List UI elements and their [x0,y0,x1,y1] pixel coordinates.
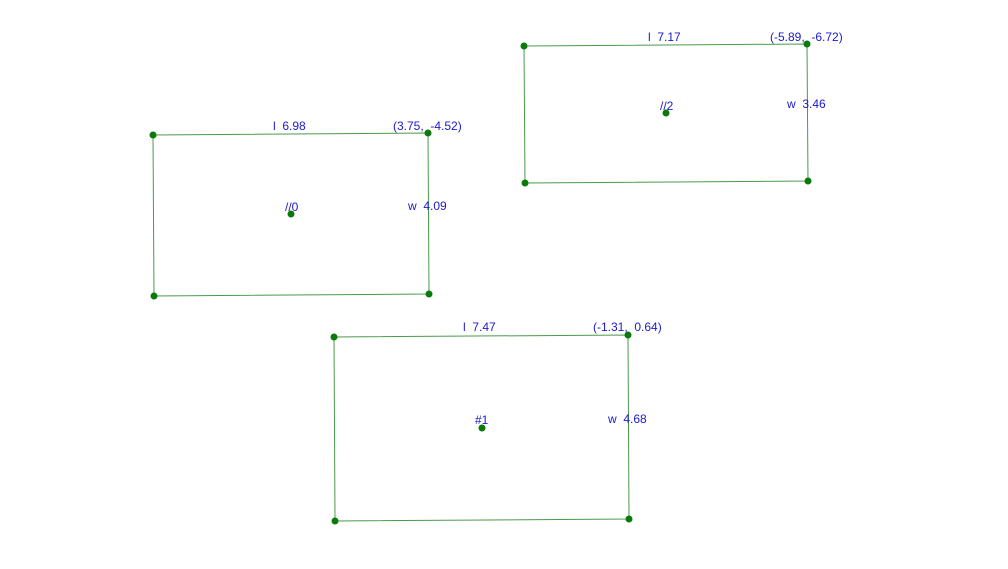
rectangle-1-width-label: w 4.68 [607,412,647,426]
rectangle-0-corner-label: (3.75, -4.52) [393,119,462,133]
rectangle-0-id-label: //0 [285,200,299,214]
rectangle-0-vertex-top-left[interactable] [149,131,157,139]
rectangle-2-length-label: l 7.17 [648,30,681,44]
rectangle-2-vertex-top-left[interactable] [520,42,528,50]
rectangle-1-vertex-bottom-left[interactable] [331,517,339,525]
rectangle-1-vertex-bottom-right[interactable] [625,515,633,523]
rectangle-2-vertex-bottom-right[interactable] [804,177,812,185]
rectangle-1-vertex-top-right[interactable] [624,331,632,339]
rectangle-0-vertex-top-right[interactable] [424,129,432,137]
rectangle-2-corner-label: (-5.89, -6.72) [770,30,843,44]
rectangle-1-corner-label: (-1.31, 0.64) [593,320,662,334]
rectangle-1-length-label: l 7.47 [463,320,496,334]
rectangle-0: //0 l 6.98 w 4.09 (3.75, -4.52) [149,119,462,300]
rectangle-0-vertex-bottom-right[interactable] [425,290,433,298]
rectangle-2-id-label: //2 [660,99,674,113]
rectangle-0-center-point[interactable] [287,210,295,218]
rectangle-2: //2 l 7.17 w 3.46 (-5.89, -6.72) [520,30,843,187]
rectangle-1-center-point[interactable] [478,424,486,432]
rectangle-0-width-label: w 4.09 [407,199,447,213]
rectangle-2-vertex-bottom-left[interactable] [521,179,529,187]
rectangle-1-vertex-top-left[interactable] [330,333,338,341]
rectangle-0-length-label: l 6.98 [273,119,306,133]
rectangle-2-vertex-top-right[interactable] [803,40,811,48]
rectangle-0-vertex-bottom-left[interactable] [150,292,158,300]
rectangle-2-center-point[interactable] [662,109,670,117]
rectangle-1-id-label: #1 [475,413,489,427]
rectangle-1: #1 l 7.47 w 4.68 (-1.31, 0.64) [330,320,662,525]
rectangle-2-width-label: w 3.46 [786,97,826,111]
